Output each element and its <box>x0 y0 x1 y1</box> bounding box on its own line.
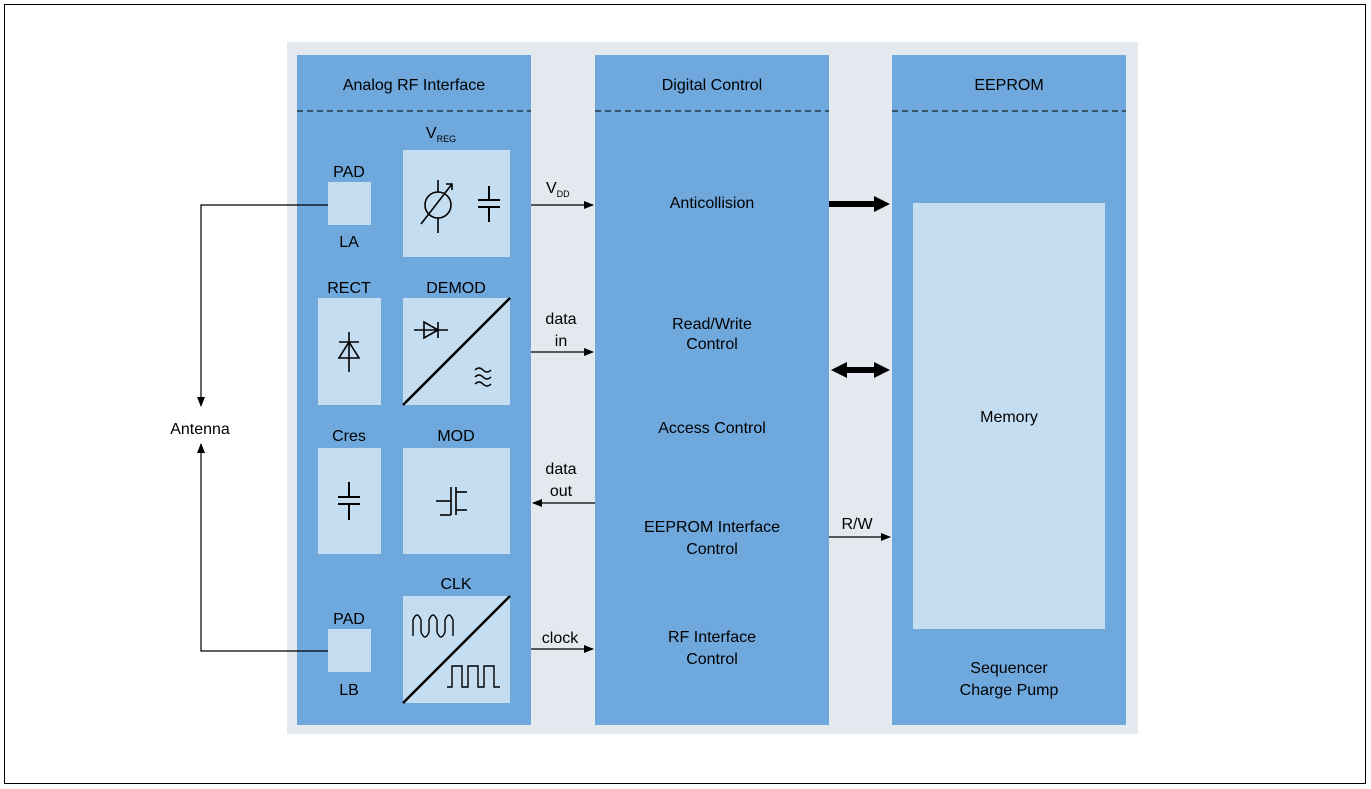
cres-box <box>318 448 381 554</box>
variable-regulator-icon <box>420 180 453 233</box>
signal-rw: R/W <box>829 516 891 541</box>
wave-icon <box>474 367 492 387</box>
memory-box <box>913 203 1105 629</box>
digital-control-block: Digital Control Anticollision Read/Write… <box>595 55 829 725</box>
svg-text:out: out <box>550 483 573 500</box>
eeprom-interface-label-1: EEPROM Interface <box>644 519 780 536</box>
charge-pump-label: Charge Pump <box>960 682 1059 699</box>
anticollision-label: Anticollision <box>670 195 754 212</box>
analog-rf-interface-block: Analog RF Interface PAD LA VREG RECT <box>297 55 531 725</box>
rf-interface-label-2: Control <box>686 651 738 668</box>
signal-data-in: data in <box>531 311 594 356</box>
eeprom-block: EEPROM Memory Sequencer Charge Pump <box>892 55 1126 725</box>
eeprom-title: EEPROM <box>974 77 1043 94</box>
pad-la <box>328 182 371 225</box>
cres-capacitor-icon <box>338 482 360 520</box>
pad-a-pin: LA <box>339 234 359 251</box>
signal-data-out: data out <box>532 461 595 507</box>
sequencer-label: Sequencer <box>970 660 1048 677</box>
mod-label: MOD <box>437 428 474 445</box>
bus-arrow-anticollision <box>829 196 890 212</box>
bus-arrow-bidirectional <box>831 362 890 378</box>
eeprom-interface-label-2: Control <box>686 541 738 558</box>
pad-lb <box>328 629 371 672</box>
antenna-label: Antenna <box>170 421 230 438</box>
svg-text:data: data <box>545 461 576 478</box>
digital-title: Digital Control <box>662 77 762 94</box>
capacitor-icon <box>478 186 500 222</box>
antenna-connection <box>197 204 328 652</box>
pad-b-label: PAD <box>333 611 365 628</box>
pad-a-label: PAD <box>333 164 365 181</box>
access-control-label: Access Control <box>658 420 766 437</box>
analog-title: Analog RF Interface <box>343 77 485 94</box>
svg-text:R/W: R/W <box>841 516 873 533</box>
sine-wave-icon <box>412 614 454 638</box>
read-write-label-1: Read/Write <box>672 316 752 333</box>
square-wave-icon <box>447 665 500 688</box>
diode-icon <box>337 332 361 372</box>
svg-text:data: data <box>545 311 576 328</box>
rect-label: RECT <box>327 280 371 297</box>
pad-b-pin: LB <box>339 682 359 699</box>
demod-diode-icon <box>414 320 448 340</box>
vreg-label: VREG <box>426 125 456 144</box>
vreg-box <box>403 150 510 257</box>
memory-label: Memory <box>980 409 1038 426</box>
svg-text:in: in <box>555 333 567 350</box>
signal-vdd: VDD <box>531 180 594 209</box>
rf-interface-label-1: RF Interface <box>668 629 756 646</box>
clk-label: CLK <box>440 576 471 593</box>
svg-text:clock: clock <box>542 630 579 647</box>
transistor-icon <box>436 487 467 516</box>
svg-text:VDD: VDD <box>546 180 570 199</box>
cres-label: Cres <box>332 428 366 445</box>
read-write-label-2: Control <box>686 336 738 353</box>
demod-label: DEMOD <box>426 280 486 297</box>
signal-clock: clock <box>531 630 594 653</box>
